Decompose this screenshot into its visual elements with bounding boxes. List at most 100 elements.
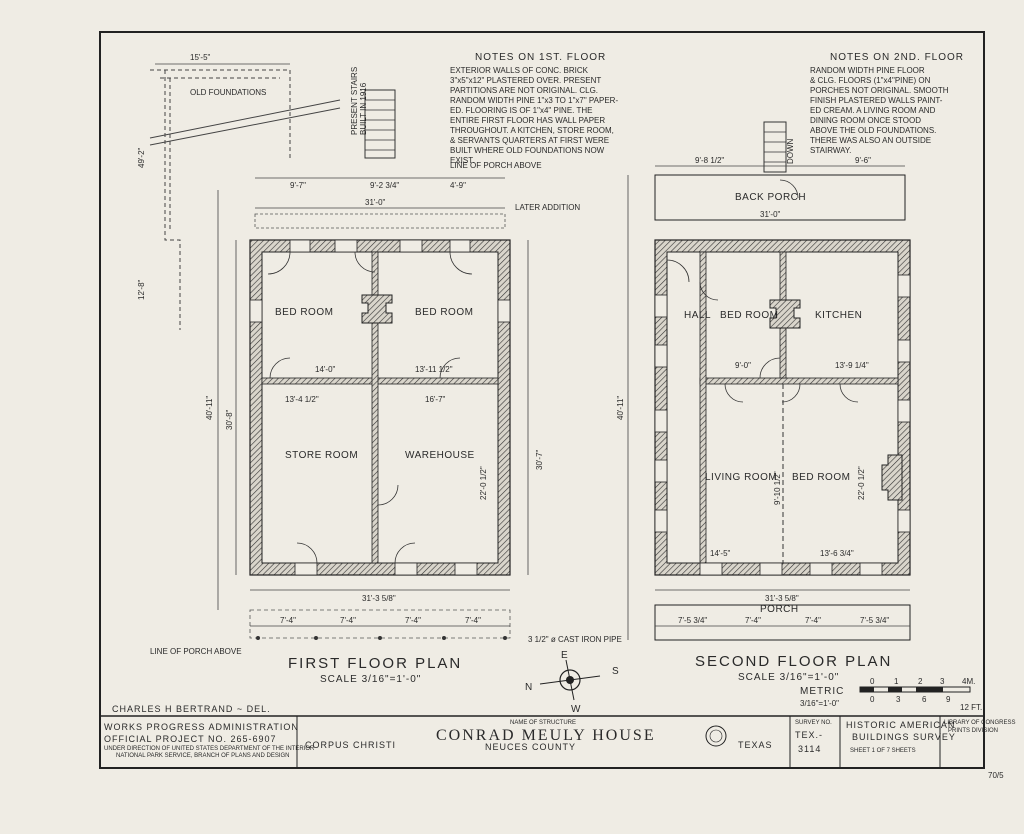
notes-second-line: ABOVE THE OLD FOUNDATIONS. [810, 126, 936, 135]
compass-ring [559, 669, 581, 691]
old-foundations-outline [150, 69, 291, 330]
partition-horizontal [699, 377, 899, 385]
cast-iron-posts [256, 636, 507, 640]
dim-left-ext: 49'-2" [137, 147, 146, 168]
dim-bay-3: 7'-4" [405, 616, 421, 625]
old-foundations-inner [160, 77, 280, 232]
north-arrow: N S E W [525, 650, 619, 715]
line-of-porch-above-label: LINE OF PORCH ABOVE [450, 161, 542, 170]
compass-s: S [612, 666, 619, 677]
notes-first-title: NOTES ON 1ST. FLOOR [475, 52, 606, 63]
scale-note: 3/16"=1'-0" [800, 699, 839, 708]
dim-porch-a: 9'-8 1/2" [695, 156, 724, 165]
compass-w: W [571, 704, 581, 715]
metric-tick: 3 [940, 677, 945, 686]
line-of-porch-above-bottom-label: LINE OF PORCH ABOVE [150, 647, 242, 656]
dim-bay-end-2: 7'-5 3/4" [860, 616, 889, 625]
dim-room-d: 13'-6 3/4" [820, 549, 854, 558]
wall-openings [249, 239, 511, 576]
notes-second-line: ED CREAM. A LIVING ROOM AND [810, 106, 936, 115]
notes-first-line: BUILT WHERE OLD FOUNDATIONS NOW [450, 146, 605, 155]
dim-bay-1: 7'-4" [280, 616, 296, 625]
cast-iron-pipe-label: 3 1/2" ø CAST IRON PIPE [528, 635, 622, 644]
dim-height-right: 22'-0 1/2" [857, 466, 866, 500]
dim-room-a: 9'-0" [735, 361, 751, 370]
present-stairs-label: PRESENT STAIRS [350, 67, 359, 135]
seal-icon [705, 725, 727, 747]
dim-porch-b: 9'-6" [855, 156, 871, 165]
partition-vertical [371, 251, 379, 564]
city: CORPUS CHRISTI [305, 740, 396, 750]
metric-tick: 4M. [962, 677, 975, 686]
leader-line [149, 107, 341, 146]
dim-porch-a: 9'-7" [290, 181, 306, 190]
first-floor-plan: OLD FOUNDATIONS 15'-5" 49'-2" 12'-8" PRE… [137, 53, 622, 685]
compass-axis [565, 659, 575, 701]
dim-room-a: 14'-0" [315, 365, 336, 374]
notes-second-title: NOTES ON 2ND. FLOOR [830, 52, 964, 63]
compass-n: N [525, 682, 533, 693]
notes-first-line: 3"x5"x12" PLASTERED OVER. PRESENT [450, 76, 601, 85]
second-floor-title: SECOND FLOOR PLAN [695, 653, 892, 670]
scale-bar [859, 686, 971, 693]
notes-first-line: PARTITIONS ARE NOT ORIGINAL. CLG. [450, 86, 598, 95]
notes-second-line: RANDOM WIDTH PINE FLOOR [810, 66, 925, 75]
dim-room-d: 16'-7" [425, 395, 446, 404]
notes-first-floor: NOTES ON 1ST. FLOOR EXTERIOR WALLS OF CO… [450, 52, 618, 165]
first-floor-scale: SCALE 3/16"=1'-0" [320, 674, 421, 685]
feet-tick: 3 [896, 695, 901, 704]
dim-height-right: 22'-0 1/2" [479, 466, 488, 500]
first-floor-title: FIRST FLOOR PLAN [288, 655, 462, 672]
dim-left-total: 40'-11" [616, 396, 625, 420]
notes-first-line: EXIST. [450, 156, 474, 165]
dim-room-b: 13'-9 1/4" [835, 361, 869, 370]
second-floor-plan: DOWN 9'-8 1/2" 9'-6" BACK PORCH 31'-0" [616, 121, 911, 683]
notes-first-line: ED. FLOORING IS OF 1"x4" PINE. THE [450, 106, 592, 115]
title-block: WORKS PROGRESS ADMINISTRATION OFFICIAL P… [99, 715, 1015, 769]
corner-mark: 70/5 [988, 771, 1004, 780]
stair-treads [764, 131, 786, 163]
sheet-number: SHEET 1 OF 7 SHEETS [850, 748, 916, 754]
dim-left-ext2: 12'-8" [137, 279, 146, 300]
wall-openings [654, 274, 911, 576]
notes-second-line: THERE WAS ALSO AN OUTSIDE [810, 136, 931, 145]
stair-treads [365, 99, 395, 151]
porch-above-outline [254, 213, 506, 229]
dim-stairs-width: 15'-5" [190, 53, 211, 62]
metric-tick: 2 [918, 677, 923, 686]
partition-horizontal [261, 377, 499, 385]
chimney-side [881, 454, 903, 501]
survey-no-2: 3114 [798, 744, 821, 754]
stair-flight [364, 89, 396, 159]
dim-overall-top-1: 31'-0" [365, 198, 386, 207]
graphic-scale: METRIC 0 1 2 3 4M. 0 3 6 9 12 FT. 3/16"=… [800, 677, 982, 712]
dim-bay-4: 7'-4" [465, 616, 481, 625]
chimney [361, 294, 393, 324]
old-foundations-label: OLD FOUNDATIONS [190, 88, 266, 97]
porch-above-outline-bottom [249, 609, 511, 639]
dim-overall-bottom: 31'-3 5/8" [765, 594, 799, 603]
room-warehouse: WAREHOUSE [405, 450, 475, 461]
room-bed-room-1: BED ROOM [275, 307, 333, 318]
metric-tick: 1 [894, 677, 899, 686]
habs-line-2: BUILDINGS SURVEY [852, 732, 956, 742]
delineator: CHARLES H BERTRAND ~ DEL. [112, 704, 271, 714]
survey-caption: SURVEY NO. [795, 720, 832, 726]
room-bed-room-lower: BED ROOM [792, 472, 850, 483]
door-swings [666, 179, 859, 403]
notes-second-line: & CLG. FLOORS (1"x4"PINE) ON [810, 76, 931, 85]
leader-line [149, 99, 341, 139]
notes-first-line: ENTIRE FIRST FLOOR HAS WALL PAPER [450, 116, 605, 125]
habs-line-1: HISTORIC AMERICAN [846, 720, 955, 730]
county: NEUCES COUNTY [485, 742, 576, 752]
dim-bay-end-1: 7'-5 3/4" [678, 616, 707, 625]
dim-porch-c: 4'-9" [450, 181, 466, 190]
dim-bay-2: 7'-4" [340, 616, 356, 625]
title-block-frame [99, 715, 985, 769]
room-hall: HALL [684, 310, 711, 321]
metric-label: METRIC [800, 686, 844, 697]
back-porch [654, 174, 906, 221]
dim-bay-2: 7'-4" [805, 616, 821, 625]
notes-second-line: PORCHES NOT ORIGINAL. SMOOTH [810, 86, 949, 95]
room-kitchen: KITCHEN [815, 310, 862, 321]
